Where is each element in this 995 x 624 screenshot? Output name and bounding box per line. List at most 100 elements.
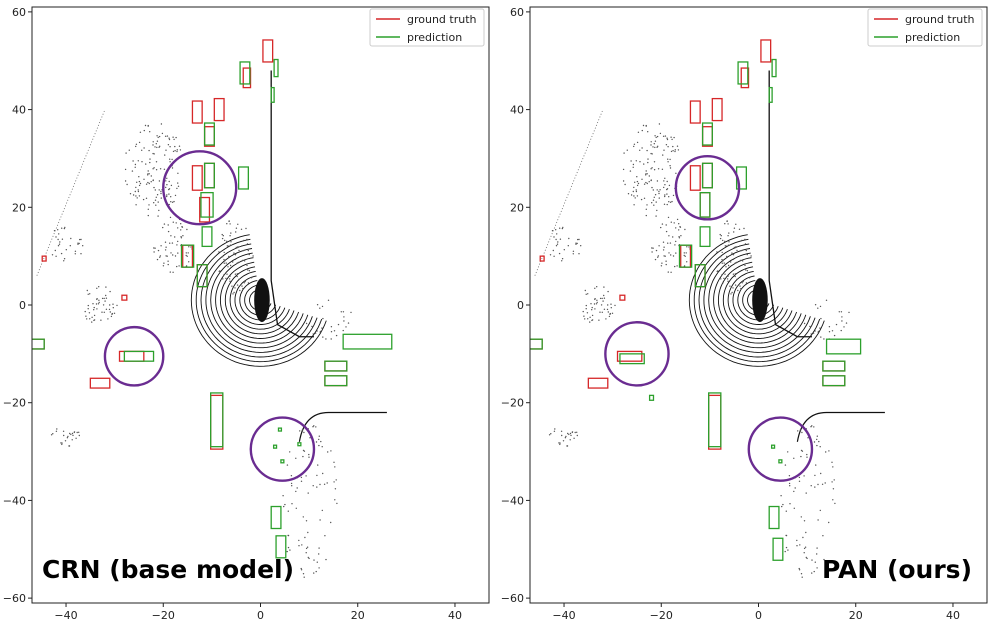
lidar-point [330, 521, 332, 524]
lidar-point [593, 303, 596, 305]
lidar-point [92, 303, 94, 305]
lidar-point [290, 475, 293, 477]
lidar-point [322, 336, 324, 338]
lidar-point [76, 431, 78, 434]
lidar-point [322, 317, 324, 320]
prediction-box [770, 444, 776, 449]
lidar-point [803, 520, 806, 522]
lidar-point [178, 265, 180, 267]
lidar-point [632, 190, 634, 193]
lidar-point [137, 160, 139, 162]
lidar-point [659, 189, 661, 191]
lidar-point [603, 297, 606, 299]
lidar-point [303, 576, 305, 578]
lidar-point [171, 158, 173, 161]
lidar-point [656, 189, 658, 191]
lidar-point [678, 237, 681, 239]
x-tick-label: 20 [351, 609, 365, 622]
lidar-point [252, 255, 254, 257]
lidar-point [745, 249, 747, 252]
lidar-point [307, 531, 309, 534]
highlight-circle [103, 325, 165, 387]
lidar-point [75, 437, 77, 439]
lidar-point [64, 440, 67, 442]
lidar-point [308, 453, 310, 456]
lidar-point [54, 249, 56, 252]
lidar-point [734, 284, 737, 286]
lidar-point [287, 546, 290, 549]
lidar-point [223, 258, 225, 261]
lidar-point [670, 136, 672, 138]
lidar-point [742, 280, 744, 283]
lidar-point [61, 443, 63, 446]
lidar-point [800, 573, 803, 575]
lidar-point [319, 483, 321, 486]
lidar-point [221, 256, 224, 258]
lidar-point [152, 179, 154, 181]
lidar-point [684, 228, 686, 231]
lidar-point [50, 434, 53, 436]
lidar-point [729, 285, 731, 287]
lidar-point [143, 178, 145, 180]
lidar-point [172, 136, 174, 138]
lidar-point [580, 245, 582, 247]
lidar-point [309, 437, 311, 439]
lidar-point [163, 168, 166, 170]
highlight-circle [747, 416, 814, 482]
lidar-point [100, 319, 102, 321]
lidar-point [321, 327, 323, 329]
lidar-point [177, 185, 180, 187]
lidar-point [559, 443, 561, 446]
lidar-point [155, 161, 158, 163]
lidar-point [65, 249, 68, 251]
lidar-point [793, 457, 795, 459]
y-tick-label: 0 [517, 299, 524, 312]
prediction-box [699, 226, 711, 248]
lidar-point [561, 227, 564, 230]
lidar-point [832, 488, 835, 490]
lidar-point [726, 278, 729, 280]
lidar-point [221, 233, 223, 236]
lidar-point [727, 264, 730, 267]
lidar-point [740, 259, 742, 262]
lidar-point [96, 298, 98, 300]
lidar-point [568, 237, 570, 240]
lidar-point [845, 322, 848, 324]
lidar-point [816, 435, 818, 437]
lidar-point [188, 261, 190, 263]
prediction-box [196, 264, 208, 288]
lidar-point [164, 154, 166, 156]
lidar-point [138, 176, 140, 178]
lidar-point [683, 254, 685, 257]
lidar-point [663, 180, 665, 182]
lidar-point [311, 325, 313, 328]
lidar-point [733, 246, 735, 249]
lidar-point [143, 129, 145, 132]
legend-label-ground-truth: ground truth [905, 13, 975, 26]
lidar-point [225, 262, 227, 264]
lidar-ring [713, 257, 802, 344]
lidar-point [730, 261, 732, 263]
lidar-point [606, 308, 609, 311]
lidar-point [798, 569, 801, 571]
prediction-box [297, 442, 302, 447]
lidar-point [576, 431, 578, 433]
lidar-point [663, 246, 665, 248]
lidar-point [227, 245, 229, 247]
lidar-point [664, 135, 667, 137]
lidar-point [551, 230, 554, 232]
lidar-point [652, 189, 654, 191]
prediction-box [778, 459, 783, 464]
lidar-point [134, 166, 136, 168]
lidar-point [673, 222, 675, 224]
lidar-point [675, 240, 677, 243]
lidar-point [675, 227, 677, 229]
lidar-point [674, 265, 676, 268]
lidar-point [224, 239, 226, 242]
lidar-point [800, 516, 802, 518]
lidar-point [599, 297, 602, 300]
lidar-point [661, 168, 664, 170]
lidar-point [226, 223, 228, 225]
lidar-point [676, 265, 678, 267]
